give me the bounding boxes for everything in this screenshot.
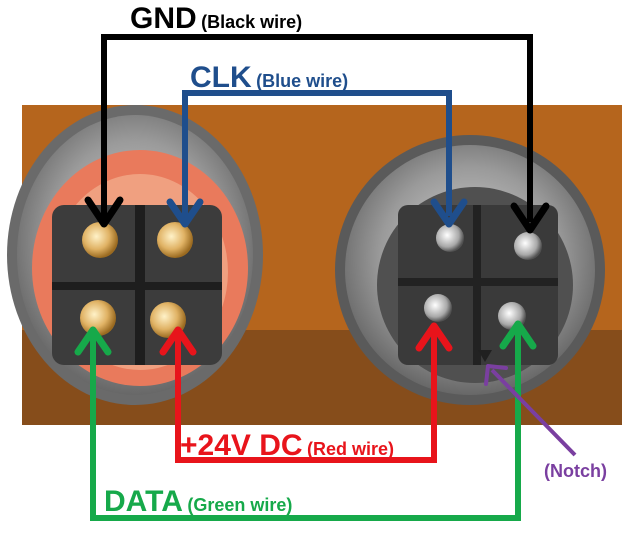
clk-label-name: CLK	[190, 61, 252, 94]
power-arrow-right	[415, 322, 453, 352]
clk-label: CLK (Blue wire)	[190, 63, 348, 93]
right-pin-power	[424, 294, 452, 322]
data-label-note: (Green wire)	[187, 495, 293, 515]
data-arrow-right	[499, 320, 537, 350]
left-pin-gnd	[82, 222, 118, 258]
left-pin-clk	[157, 222, 193, 258]
data-arrow-left	[74, 326, 112, 356]
clk-arrow-left	[166, 198, 204, 228]
data-label: DATA (Green wire)	[104, 487, 292, 517]
notch-label: (Notch)	[544, 461, 607, 481]
power-wire	[175, 330, 437, 463]
gnd-arrow-right	[510, 202, 550, 234]
notch-pointer-arrowhead	[484, 364, 508, 386]
data-label-name: DATA	[104, 485, 183, 518]
gnd-arrow-left	[84, 196, 124, 228]
gnd-label: GND (Black wire)	[130, 4, 302, 34]
data-wire	[90, 330, 521, 521]
right-connector	[335, 135, 605, 405]
gnd-label-note: (Black wire)	[201, 12, 303, 32]
right-pin-clk	[436, 224, 464, 252]
power-label-name: +24V DC	[180, 429, 303, 462]
gnd-label-name: GND	[130, 2, 197, 35]
clk-label-note: (Blue wire)	[256, 71, 349, 91]
power-label: +24V DC (Red wire)	[180, 431, 394, 461]
notch-pointer-line	[490, 368, 577, 457]
clk-arrow-right	[430, 198, 468, 228]
clk-wire	[182, 90, 452, 220]
left-connector	[7, 105, 263, 405]
power-arrow-left	[159, 326, 197, 356]
left-pin-data	[80, 300, 116, 336]
gnd-wire	[101, 34, 533, 222]
right-connector-notch	[478, 350, 492, 362]
right-pin-gnd	[514, 232, 542, 260]
power-label-note: (Red wire)	[307, 439, 395, 459]
